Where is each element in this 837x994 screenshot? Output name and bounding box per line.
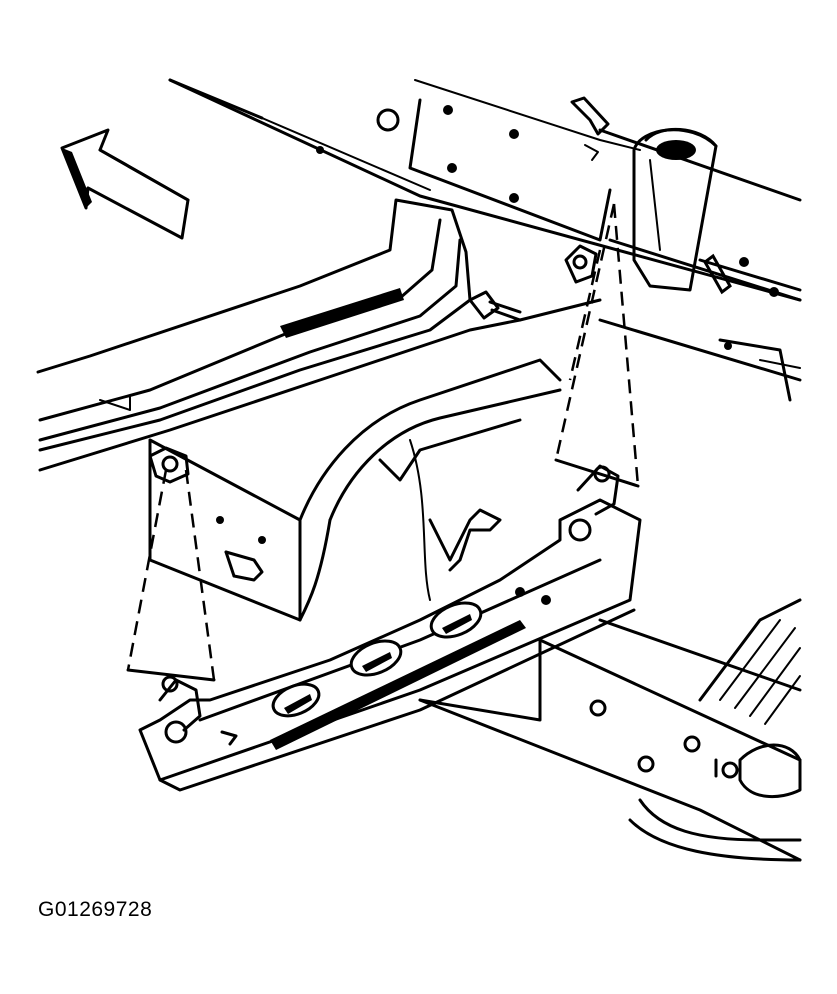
crossmember — [138, 498, 642, 792]
transmission-housing — [148, 358, 562, 622]
mount-bracket-left — [158, 675, 202, 732]
upper-body-panel — [168, 78, 802, 302]
figure-id-label: G01269728 — [38, 898, 153, 921]
right-frame-rail — [598, 127, 802, 402]
mount-bolt-left — [224, 550, 264, 582]
guide-lines-left — [126, 446, 216, 682]
guide-lines-right — [554, 203, 640, 488]
front-direction-arrow-icon — [60, 128, 190, 240]
left-frame-rail — [36, 198, 602, 472]
lower-frame-section — [418, 598, 802, 862]
mount-bolt-upper — [468, 290, 522, 322]
mount-bracket-right — [576, 464, 620, 516]
